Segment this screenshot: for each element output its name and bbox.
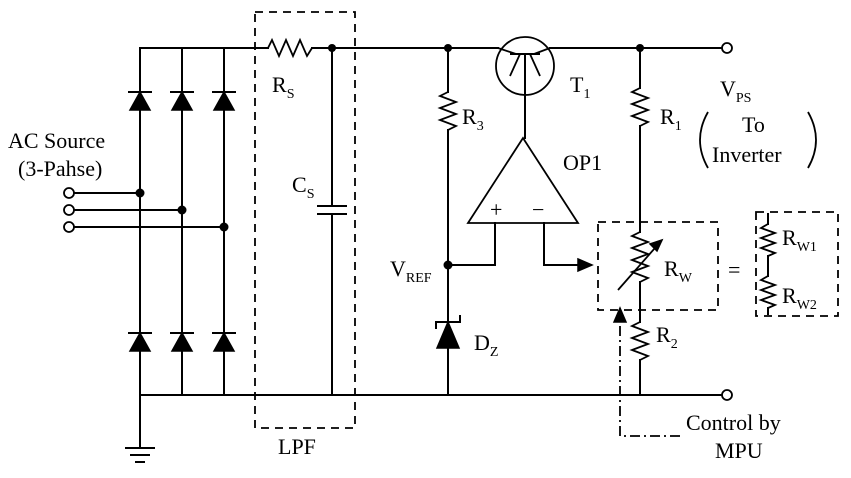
opamp-plus-label: + — [490, 197, 502, 222]
opamp-op1 — [447, 136, 594, 273]
diode-lower-3 — [212, 331, 236, 352]
diode-lower-2 — [170, 331, 194, 352]
to-label: To — [742, 112, 765, 137]
output-terminal-bottom — [721, 389, 733, 401]
diode-upper-3 — [212, 90, 236, 111]
rw-equivalent-box — [755, 211, 839, 317]
inverter-label: Inverter — [712, 142, 782, 167]
junction-r3-top — [444, 44, 452, 52]
ground-symbol — [125, 394, 155, 463]
ac-source-phase-label: (3-Pahse) — [18, 156, 102, 181]
mpu-label: MPU — [715, 438, 763, 463]
ac-source-label: AC Source — [8, 128, 105, 153]
resistor-r1 — [629, 47, 651, 233]
transistor-t1 — [495, 36, 555, 139]
resistor-r2 — [629, 281, 651, 396]
rs-label: RS — [272, 72, 294, 102]
opamp-minus-label: − — [532, 197, 544, 222]
bridge-rectifier — [128, 47, 236, 396]
cs-label: CS — [292, 172, 314, 202]
resistor-rw1-rw2 — [758, 213, 778, 315]
zener-diode-dz — [435, 264, 461, 396]
rw-box — [597, 221, 719, 311]
capacitor-cs — [317, 47, 347, 396]
vps-label: VPS — [720, 76, 751, 106]
inverter-bracket-left — [699, 111, 709, 169]
diode-upper-1 — [128, 90, 152, 111]
diode-lower-1 — [128, 331, 152, 352]
dz-label: DZ — [474, 330, 498, 360]
r3-label: R3 — [462, 104, 484, 134]
rw-label: RW — [664, 256, 693, 286]
output-terminal-top — [721, 42, 733, 54]
equals-sign: = — [728, 257, 740, 282]
rw1-label: RW1 — [782, 225, 817, 255]
t1-label: T1 — [570, 72, 590, 102]
ac-inputs — [63, 187, 229, 233]
lpf-label: LPF — [278, 434, 316, 459]
r2-label: R2 — [656, 322, 678, 352]
op1-label: OP1 — [563, 150, 602, 175]
diode-upper-2 — [170, 90, 194, 111]
mpu-control-line — [612, 306, 680, 437]
resistor-rs — [267, 37, 313, 59]
resistor-r3 — [437, 47, 459, 266]
vref-label: VREF — [390, 256, 432, 286]
r1-label: R1 — [660, 104, 682, 134]
variable-resistor-rw — [617, 231, 664, 291]
rw2-label: RW2 — [782, 283, 817, 313]
inverter-bracket-right — [807, 111, 817, 169]
junction-cs-top — [328, 44, 336, 52]
lpf-box — [254, 11, 356, 429]
control-label: Control by — [686, 410, 781, 435]
